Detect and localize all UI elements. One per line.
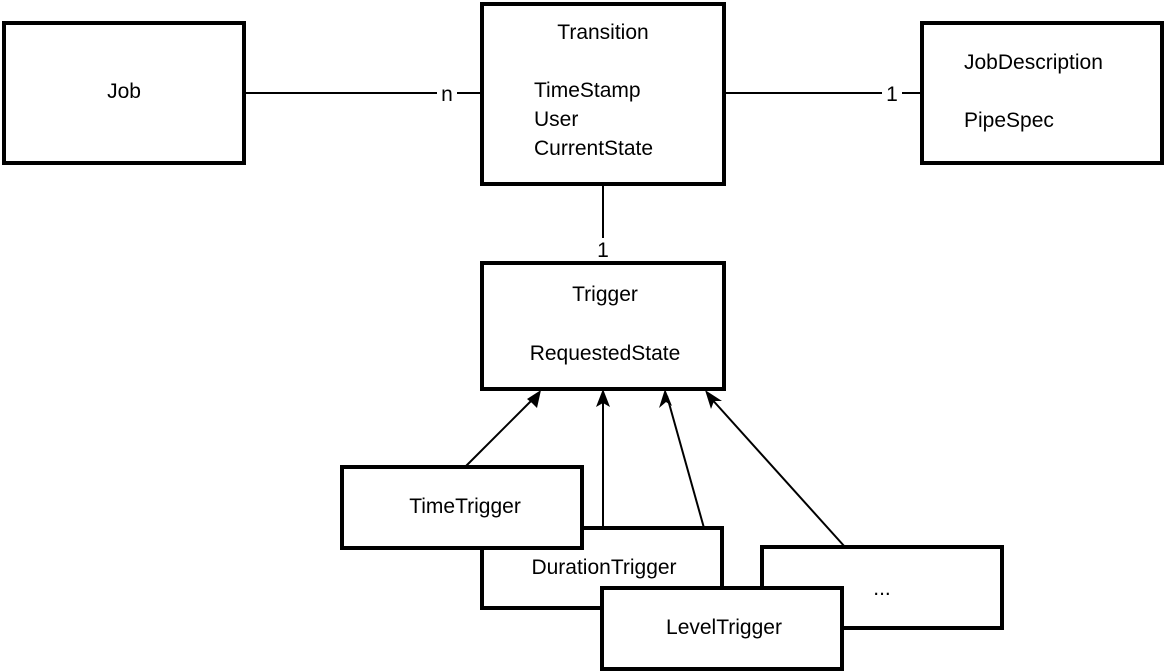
arrowhead-duration-trigger bbox=[596, 389, 610, 407]
trigger-class-box: Trigger RequestedState bbox=[480, 261, 726, 391]
job-class-name: Job bbox=[107, 80, 141, 103]
job-description-class-box: JobDescription PipeSpec bbox=[920, 21, 1164, 165]
multiplicity-transition-job-description: 1 bbox=[886, 83, 898, 106]
trigger-class-name: Trigger bbox=[572, 283, 638, 306]
arrowhead-time-trigger bbox=[527, 390, 541, 408]
pipe-spec-attribute: PipeSpec bbox=[964, 109, 1054, 132]
edge-level-trigger-to-trigger bbox=[666, 395, 705, 529]
time-trigger-class-box: TimeTrigger bbox=[340, 465, 584, 550]
edge-time-trigger-to-trigger bbox=[464, 395, 537, 468]
arrowhead-more-triggers bbox=[705, 390, 722, 409]
transition-attribute-timestamp: TimeStamp bbox=[534, 79, 641, 102]
level-trigger-class-name: LevelTrigger bbox=[666, 616, 782, 639]
job-description-attribute: JobDescription bbox=[964, 51, 1103, 74]
multiplicity-job-transition: n bbox=[441, 83, 453, 106]
multiplicity-transition-trigger: 1 bbox=[597, 239, 609, 262]
more-triggers-label: ... bbox=[873, 577, 891, 600]
arrowhead-level-trigger bbox=[659, 389, 672, 408]
transition-attribute-current-state: CurrentState bbox=[534, 137, 653, 160]
trigger-attribute-requested-state: RequestedState bbox=[530, 342, 681, 365]
level-trigger-class-box: LevelTrigger bbox=[600, 586, 844, 671]
duration-trigger-class-name: DurationTrigger bbox=[531, 556, 676, 579]
edge-more-triggers-to-trigger bbox=[708, 395, 846, 548]
time-trigger-class-name: TimeTrigger bbox=[409, 495, 521, 518]
job-class-box: Job bbox=[2, 21, 246, 165]
transition-attribute-user: User bbox=[534, 108, 578, 131]
transition-class-name: Transition bbox=[557, 21, 648, 44]
transition-class-box: Transition TimeStamp User CurrentState bbox=[480, 2, 726, 186]
